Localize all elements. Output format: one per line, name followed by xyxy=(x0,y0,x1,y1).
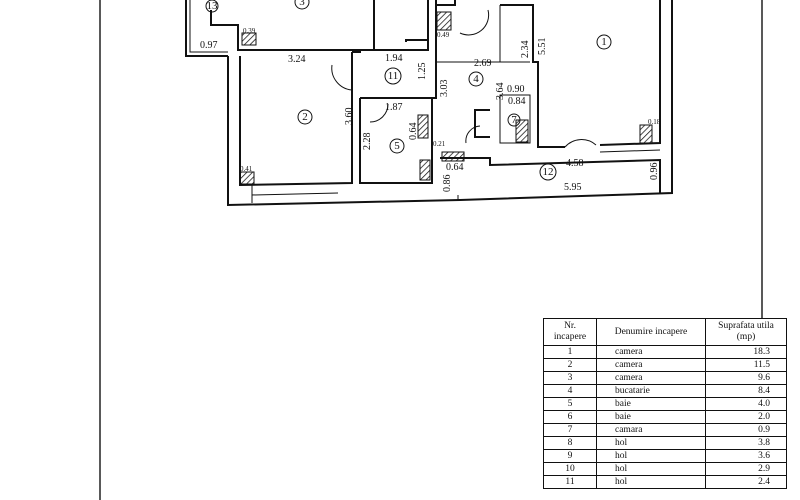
dim-label: 1.87 xyxy=(385,102,403,113)
svg-text:2: 2 xyxy=(302,111,308,123)
room-labels: 1 2 3 4 5 7 11 12 13 xyxy=(205,0,612,181)
cell-usable-area: 11.5 xyxy=(705,358,787,372)
svg-text:12: 12 xyxy=(543,166,554,178)
svg-text:4: 4 xyxy=(473,73,479,85)
dim-label: 1.94 xyxy=(385,53,403,64)
walls xyxy=(185,0,673,207)
dim-label: 0.84 xyxy=(508,96,526,107)
room-13-label: 13 xyxy=(205,0,219,13)
cell-room-name: hol xyxy=(596,475,706,489)
cell-usable-area: 18.3 xyxy=(705,345,787,359)
table-header-row: Nr. incapere Denumire incapere Suprafata… xyxy=(543,318,787,346)
room-1-label: 1 xyxy=(596,34,612,50)
dim-label: 0.97 xyxy=(200,40,218,51)
cell-room-number: 2 xyxy=(543,358,597,372)
dim-label: 4.58 xyxy=(566,158,584,169)
svg-text:13: 13 xyxy=(207,0,219,12)
svg-text:3: 3 xyxy=(299,0,305,8)
dim-label: 3.60 xyxy=(344,108,355,126)
header-room-number: Nr. incapere xyxy=(543,318,597,346)
dim-label: 0.86 xyxy=(442,175,453,193)
dim-label: 3.24 xyxy=(288,54,306,65)
cell-room-name: baie xyxy=(596,410,706,424)
cell-room-name: camera xyxy=(596,358,706,372)
cell-room-name: camara xyxy=(596,423,706,437)
dim-label: 0.21 xyxy=(433,140,446,148)
dim-label: 2.69 xyxy=(474,58,492,69)
cell-room-name: hol xyxy=(596,449,706,463)
dim-label: 5.51 xyxy=(537,38,548,56)
cell-usable-area: 4.0 xyxy=(705,397,787,411)
svg-text:11: 11 xyxy=(388,70,399,82)
cell-room-name: hol xyxy=(596,462,706,476)
cell-room-name: baie xyxy=(596,397,706,411)
cell-usable-area: 3.8 xyxy=(705,436,787,450)
cell-room-number: 8 xyxy=(543,436,597,450)
room-7-label: 7 xyxy=(507,113,521,127)
cell-room-name: bucatarie xyxy=(596,384,706,398)
cell-room-number: 1 xyxy=(543,345,597,359)
room-12-label: 12 xyxy=(539,163,557,181)
cell-room-number: 11 xyxy=(543,475,597,489)
cell-room-number: 5 xyxy=(543,397,597,411)
dim-label: 1.25 xyxy=(417,63,428,81)
cell-usable-area: 3.6 xyxy=(705,449,787,463)
dim-label: 0.96 xyxy=(649,163,660,181)
dim-label: 3.64 xyxy=(495,83,506,101)
dim-label: 0.49 xyxy=(437,31,450,39)
svg-text:1: 1 xyxy=(601,36,607,48)
room-11-label: 11 xyxy=(384,67,402,85)
dim-label: 0.39 xyxy=(243,27,256,35)
dim-label: 0.90 xyxy=(507,84,525,95)
cell-room-number: 6 xyxy=(543,410,597,424)
room-5-label: 5 xyxy=(389,138,405,154)
cell-usable-area: 2.4 xyxy=(705,475,787,489)
cell-room-number: 10 xyxy=(543,462,597,476)
header-usable-area: Suprafata utila (mp) xyxy=(705,318,787,346)
dim-label: 0.41 xyxy=(240,165,253,173)
svg-text:7: 7 xyxy=(511,114,517,126)
svg-text:5: 5 xyxy=(394,140,400,152)
room-area-table: Nr. incapere Denumire incapere Suprafata… xyxy=(543,318,787,489)
cell-usable-area: 2.0 xyxy=(705,410,787,424)
dimension-labels: 0.97 3.24 1.94 1.25 2.69 2.34 5.51 3.03 … xyxy=(200,27,661,193)
dim-label: 0.18 xyxy=(648,118,661,126)
dim-label: 3.03 xyxy=(439,80,450,98)
cell-usable-area: 8.4 xyxy=(705,384,787,398)
room-3-label: 3 xyxy=(294,0,310,10)
dim-label: 2.34 xyxy=(520,41,531,59)
cell-room-number: 3 xyxy=(543,371,597,385)
cell-room-name: camera xyxy=(596,371,706,385)
dim-label: 0.64 xyxy=(446,162,464,173)
dim-label: 5.95 xyxy=(564,182,582,193)
room-4-label: 4 xyxy=(468,71,484,87)
cell-room-name: hol xyxy=(596,436,706,450)
cell-usable-area: 9.6 xyxy=(705,371,787,385)
cell-room-number: 7 xyxy=(543,423,597,437)
hatched-columns xyxy=(239,11,653,185)
cell-usable-area: 2.9 xyxy=(705,462,787,476)
cell-room-name: camera xyxy=(596,345,706,359)
cell-room-number: 9 xyxy=(543,449,597,463)
cell-room-number: 4 xyxy=(543,384,597,398)
room-2-label: 2 xyxy=(297,109,313,125)
dim-label: 0.64 xyxy=(408,123,419,141)
cell-usable-area: 0.9 xyxy=(705,423,787,437)
header-room-name: Denumire incapere xyxy=(596,318,706,346)
dim-label: 2.28 xyxy=(362,133,373,151)
